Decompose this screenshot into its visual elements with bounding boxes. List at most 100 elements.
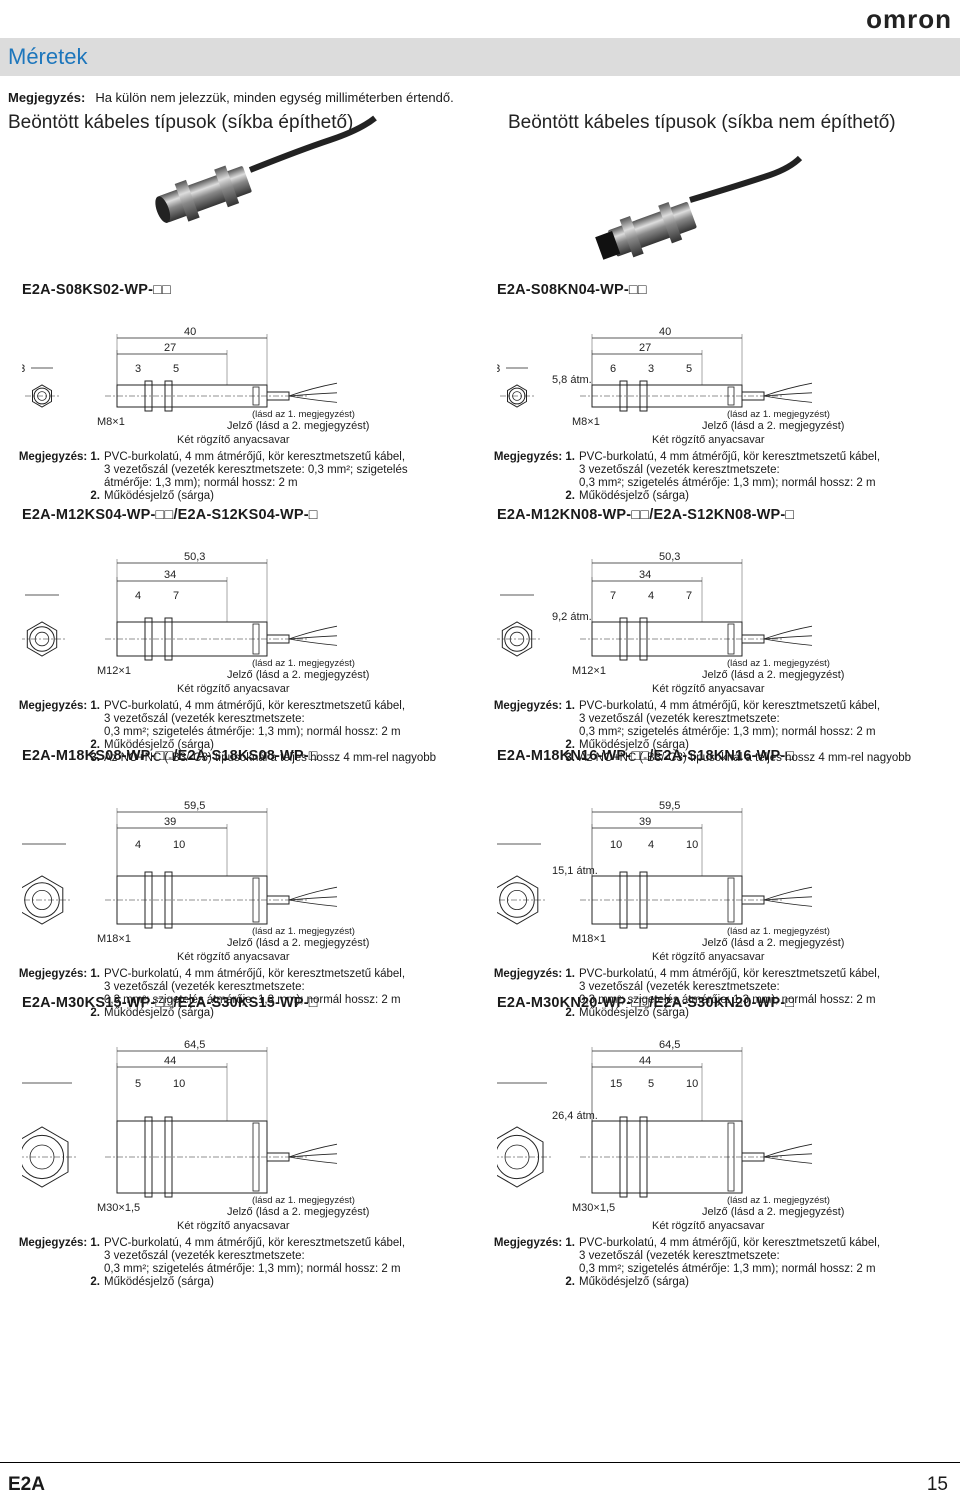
notes: Megjegyzés: 1.PVC-burkolatú, 4 mm átmérő… [483,451,933,503]
note-text: PVC-burkolatú, 4 mm átmérőjű, kör keresz… [104,968,406,980]
thread-label: M12×1 [97,665,131,677]
indicator-ref-label: Jelző (lásd a 2. megjegyzést) [227,669,369,681]
hex-nut-front-view [501,621,533,657]
note-text: Működésjelző (sárga) [579,1007,689,1019]
cable-wire [288,392,338,397]
note-text: 3 vezetőszál (vezeték keresztmetszete: [104,981,305,993]
note-line: 2.Működésjelző (sárga) [8,490,458,503]
cable-wire [763,638,813,646]
note-text: 0,3 mm²; szigetelés átmérője: 1,3 mm); n… [579,994,876,1006]
note-prefix: 2. [565,739,575,751]
units-note: Megjegyzés:Ha külön nem jelezzük, minden… [8,90,454,105]
notes: Megjegyzés: 1.PVC-burkolatú, 4 mm átmérő… [8,1237,458,1289]
note-text: 3 vezetőszál (vezeték keresztmetszete: [104,1250,305,1262]
thread-label: M8×1 [97,416,125,428]
sensor-photo-nonflush [595,155,803,260]
note-text: 3 vezetőszál (vezeték keresztmetszete: [579,981,780,993]
dim-value-small: 10 [686,1078,698,1090]
dim-value: 34 [164,569,176,581]
notes: Megjegyzés: 1. PVC-burkolatú, 4 mm átmérő… [8,968,458,1020]
dim-value-small: 4 [648,590,654,602]
note-text: 3 vezetőszál (vezeték keresztmetszete: [579,1250,780,1262]
model-title: E2A-S08KN04-WP-□□ [497,282,647,298]
note-text: PVC-burkolatú, 4 mm átmérőjű, kör keresz… [579,451,881,463]
notes: Megjegyzés: 1. PVC-burkolatú, 4 mm átmérő… [8,700,458,765]
note-text: 0,3 mm²; szigetelés átmérője: 1,3 mm); n… [579,1263,876,1275]
sensor-face-circle [504,626,530,652]
cable-ref-label: (lásd az 1. megjegyzést) [727,1195,830,1206]
note-line: 0,3 mm²; szigetelés átmérője: 1,3 mm); n… [483,726,933,739]
model-title: E2A-S08KS02-WP-□□ [22,282,172,298]
dim-value-small: 4 [648,839,654,851]
units-note-label: Megjegyzés: [8,90,86,105]
thread-label: M18×1 [97,933,131,945]
nut-label: Két rögzítő anyacsavar [177,951,290,963]
dim-value: 27 [639,342,651,354]
dim-value-small: 10 [173,1078,185,1090]
thread-label: M30×1,5 [97,1202,140,1214]
note-text: PVC-burkolatú, 4 mm átmérőjű, kör keresz… [104,700,406,712]
note-line: 0,3 mm²; szigetelés átmérője: 1,3 mm); n… [8,726,458,739]
thread-label: M12×1 [572,665,606,677]
dim-value: 40 [184,326,196,338]
cable-wire [763,896,813,901]
dim-value-small: 10 [610,839,622,851]
omron-logo: omron [866,4,952,34]
model-title: E2A-M30KS15-WP-□□/E2A-S30KS15-WP-□ [22,995,318,1011]
thread-label: M8×1 [572,416,600,428]
column-title-nonflush: Beöntött kábeles típusok (síkba nem épít… [508,112,896,133]
note-line: Megjegyzés: 1.PVC-burkolatú, 4 mm átmérő… [483,968,933,981]
note-text: 3 vezetőszál (vezeték keresztmetszete: [579,713,780,725]
dimension-drawing: 13402735M8×1(lásd az 1. megjegyzést)Jelz… [22,326,369,446]
note-prefix: Megjegyzés: 1. [18,700,100,712]
note-line: Megjegyzés: 1. PVC-burkolatú, 4 mm átmérő… [8,968,458,981]
note-text: PVC-burkolatú, 4 mm átmérőjű, kör keresz… [579,968,881,980]
diameter-label: 5,8 átm. [552,374,592,386]
indicator-ref-label: Jelző (lásd a 2. megjegyzést) [227,937,369,949]
note-text: Működésjelző (sárga) [579,1276,689,1288]
note-text: PVC-burkolatú, 4 mm átmérőjű, kör keresz… [579,700,881,712]
note-prefix: Megjegyzés: 1. [18,451,100,463]
note-line: 2.Működésjelző (sárga) [483,490,933,503]
note-line: Megjegyzés: 1.PVC-burkolatú, 4 mm átmérő… [8,451,458,464]
product-photos [155,115,803,260]
note-line: 3 vezetőszál (vezeték keresztmetszete: [8,713,458,726]
cable-wire [288,896,338,901]
note-prefix: Megjegyzés: 1. [493,700,575,712]
cable-wire [288,635,338,640]
note-text: Működésjelző (sárga) [104,739,214,751]
indicator-ref-label: Jelző (lásd a 2. megjegyzést) [227,420,369,432]
hex-nut-front-view [22,875,64,925]
diameter-label: 9,2 átm. [552,611,592,623]
dimension-drawing: 1340276355,8 átm.M8×1(lásd az 1. megjegy… [497,326,844,446]
note-text: 3 vezetőszál (vezeték keresztmetszete: [104,713,305,725]
note-prefix: Megjegyzés: 1. [493,1237,575,1249]
nut-label: Két rögzítő anyacsavar [652,683,765,695]
indicator-ref-label: Jelző (lásd a 2. megjegyzést) [702,937,844,949]
note-text: Az NO+NC (-B3/-C3) típusoknál a teljes h… [579,752,912,764]
dim-value: 64,5 [184,1039,205,1051]
note-line: Megjegyzés: 1.PVC-burkolatú, 4 mm átmérő… [483,1237,933,1250]
note-prefix: 2. [90,1007,100,1019]
dim-value-small: 4 [135,590,141,602]
cable-ref-label: (lásd az 1. megjegyzést) [727,409,830,420]
note-prefix: Megjegyzés: 1. [18,1237,100,1249]
note-text: 3 vezetőszál (vezeték keresztmetszete: [579,464,780,476]
notes: Megjegyzés: 1. PVC-burkolatú, 4 mm átmérő… [483,700,933,765]
indicator-ref-label: Jelző (lásd a 2. megjegyzést) [702,420,844,432]
cable-ref-label: (lásd az 1. megjegyzést) [252,1195,355,1206]
nut-label: Két rögzítő anyacsavar [177,1220,290,1232]
note-line: 2.Működésjelző (sárga) [8,739,458,752]
dim-value: 34 [639,569,651,581]
note-text: Működésjelző (sárga) [579,739,689,751]
note-prefix: Megjegyzés: 1. [18,968,100,980]
model-title: E2A-M30KN20-WP-□□/E2A-S30KN20-WP-□ [497,995,795,1011]
cable-wire [288,395,338,403]
dim-value-small: 10 [686,839,698,851]
note-line: 3 vezetőszál (vezeték keresztmetszete: [8,1250,458,1263]
cable-wire [288,1143,338,1158]
model-title: E2A-M18KS08-WP-□□/E2A-S18KS08-WP-□ [22,748,318,764]
